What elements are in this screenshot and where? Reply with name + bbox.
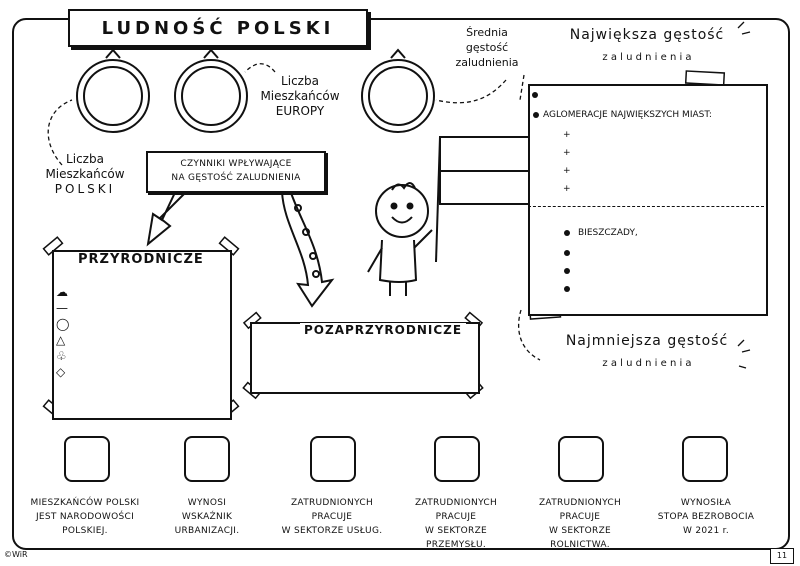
leaf-icon: ♧ bbox=[56, 349, 67, 363]
label-line: Mieszkańców bbox=[45, 167, 125, 181]
copyright-text: ©WiR bbox=[4, 550, 28, 559]
caption-line: WYNOSIŁA bbox=[680, 498, 732, 508]
stat-frame-4 bbox=[434, 436, 480, 482]
label-line: zaludnienia bbox=[455, 56, 519, 69]
bullet-marker bbox=[564, 250, 570, 256]
worksheet-frame bbox=[12, 18, 790, 550]
bullet-marker bbox=[564, 268, 570, 274]
caption-line: JEST NARODOWOŚCI bbox=[35, 512, 135, 522]
stat-caption-6: WYNOSIŁA STOPA BEZROBOCIA W 2021 r. bbox=[644, 496, 768, 538]
density-dot-bullet bbox=[532, 92, 538, 98]
plus-marker: + bbox=[563, 130, 571, 140]
plus-marker: + bbox=[563, 166, 571, 176]
stat-caption-5: ZATRUDNIONYCH PRACUJE W SEKTORZE ROLNICT… bbox=[518, 496, 642, 552]
label-average-density: Średnia gęstość zaludnienia bbox=[442, 25, 532, 70]
caption-line: MIESZKAŃCÓW POLSKI bbox=[30, 498, 140, 508]
density-box bbox=[528, 84, 768, 316]
largest-density-title: Największa gęstość bbox=[569, 27, 725, 43]
factors-line-2: NA GĘSTOŚĆ ZALUDNIENIA bbox=[171, 173, 301, 183]
label-line: Średnia bbox=[466, 26, 508, 39]
plus-marker: + bbox=[563, 184, 571, 194]
circle-density bbox=[361, 48, 435, 133]
density-divider bbox=[528, 206, 764, 207]
caption-line: W SEKTORZE bbox=[548, 526, 612, 536]
stat-caption-4: ZATRUDNIONYCH PRACUJE W SEKTORZE PRZEMYS… bbox=[396, 496, 516, 552]
water-drop-icon: ◯ bbox=[56, 317, 70, 331]
caption-line: W 2021 r. bbox=[683, 526, 729, 536]
label-poland-population: Liczba Mieszkańców POLSKI bbox=[30, 152, 140, 197]
page-number: 11 bbox=[770, 548, 794, 564]
stat-caption-2: WYNOSI WSKAŹNIK URBANIZACJI. bbox=[148, 496, 266, 538]
caption-line: WSKAŹNIK bbox=[181, 512, 233, 522]
largest-density-subtitle: z a l u d n i e n i a bbox=[602, 52, 692, 63]
caption-line: PRACUJE bbox=[311, 512, 353, 522]
caption-line: W SEKTORZE USŁUG. bbox=[281, 526, 383, 536]
label-line: Mieszkańców bbox=[260, 89, 340, 103]
stat-caption-1: MIESZKAŃCÓW POLSKI JEST NARODOWOŚCI POLS… bbox=[20, 496, 150, 538]
caption-line: PRZEMYSŁU. bbox=[425, 540, 486, 550]
stat-caption-3: ZATRUDNIONYCH PRACUJE W SEKTORZE USŁUG. bbox=[270, 496, 394, 538]
mountain-icon: △ bbox=[56, 333, 66, 347]
caption-line: URBANIZACJI. bbox=[174, 526, 240, 536]
plus-marker: + bbox=[563, 148, 571, 158]
stat-frame-6 bbox=[682, 436, 728, 482]
caption-line: ZATRUDNIONYCH bbox=[538, 498, 622, 508]
circle-europe bbox=[174, 48, 248, 133]
largest-item: AGLOMERACJE NAJWIĘKSZYCH MIAST: bbox=[533, 110, 712, 120]
label-line: Liczba bbox=[281, 74, 319, 88]
circle-poland bbox=[76, 48, 150, 133]
arrow-to-nonnatural bbox=[280, 188, 335, 308]
caption-line: ZATRUDNIONYCH bbox=[290, 498, 374, 508]
caption-line: ZATRUDNIONYCH bbox=[414, 498, 498, 508]
natural-heading: PRZYRODNICZE bbox=[74, 252, 208, 267]
factors-line-1: CZYNNIKI WPŁYWAJĄCE bbox=[180, 159, 292, 169]
caption-line: PRACUJE bbox=[559, 512, 601, 522]
label-line: Liczba bbox=[66, 152, 104, 166]
caption-line: ROLNICTWA. bbox=[550, 540, 610, 550]
stat-frame-3 bbox=[310, 436, 356, 482]
smallest-item: BIESZCZADY, bbox=[564, 228, 638, 238]
caption-line: STOPA BEZROBOCIA bbox=[657, 512, 755, 522]
nonnatural-heading: POZAPRZYRODNICZE bbox=[300, 323, 467, 337]
diamond-icon: ◇ bbox=[56, 365, 66, 379]
natural-factors-box bbox=[52, 250, 232, 420]
label-europe-population: Liczba Mieszkańców EUROPY bbox=[250, 74, 350, 119]
caption-line: PRACUJE bbox=[435, 512, 477, 522]
stat-frame-5 bbox=[558, 436, 604, 482]
label-line: gęstość bbox=[465, 41, 509, 54]
stick-figure bbox=[367, 182, 433, 296]
caption-line: POLSKIEJ. bbox=[62, 526, 108, 536]
caption-line: WYNOSI bbox=[187, 498, 227, 508]
caption-line: W SEKTORZE bbox=[424, 526, 488, 536]
stat-frame-1 bbox=[64, 436, 110, 482]
line-icon: — bbox=[56, 301, 68, 315]
page-title: LUDNOŚĆ POLSKI bbox=[68, 9, 368, 47]
stat-frame-2 bbox=[184, 436, 230, 482]
cloud-icon: ☁ bbox=[56, 285, 68, 299]
label-line: EUROPY bbox=[275, 104, 325, 118]
smallest-density-title: Najmniejsza gęstość bbox=[565, 333, 729, 349]
largest-item-label: AGLOMERACJE NAJWIĘKSZYCH MIAST: bbox=[543, 110, 712, 120]
bullet-marker bbox=[564, 286, 570, 292]
label-line: POLSKI bbox=[54, 182, 116, 196]
flag bbox=[435, 136, 531, 263]
natural-icon-list: ☁ — ◯ △ ♧ ◇ bbox=[56, 284, 70, 380]
smallest-density-subtitle: z a l u d n i e n i a bbox=[602, 358, 692, 369]
smallest-item-label: BIESZCZADY, bbox=[578, 228, 638, 238]
factors-box: CZYNNIKI WPŁYWAJĄCE NA GĘSTOŚĆ ZALUDNIEN… bbox=[146, 151, 326, 193]
